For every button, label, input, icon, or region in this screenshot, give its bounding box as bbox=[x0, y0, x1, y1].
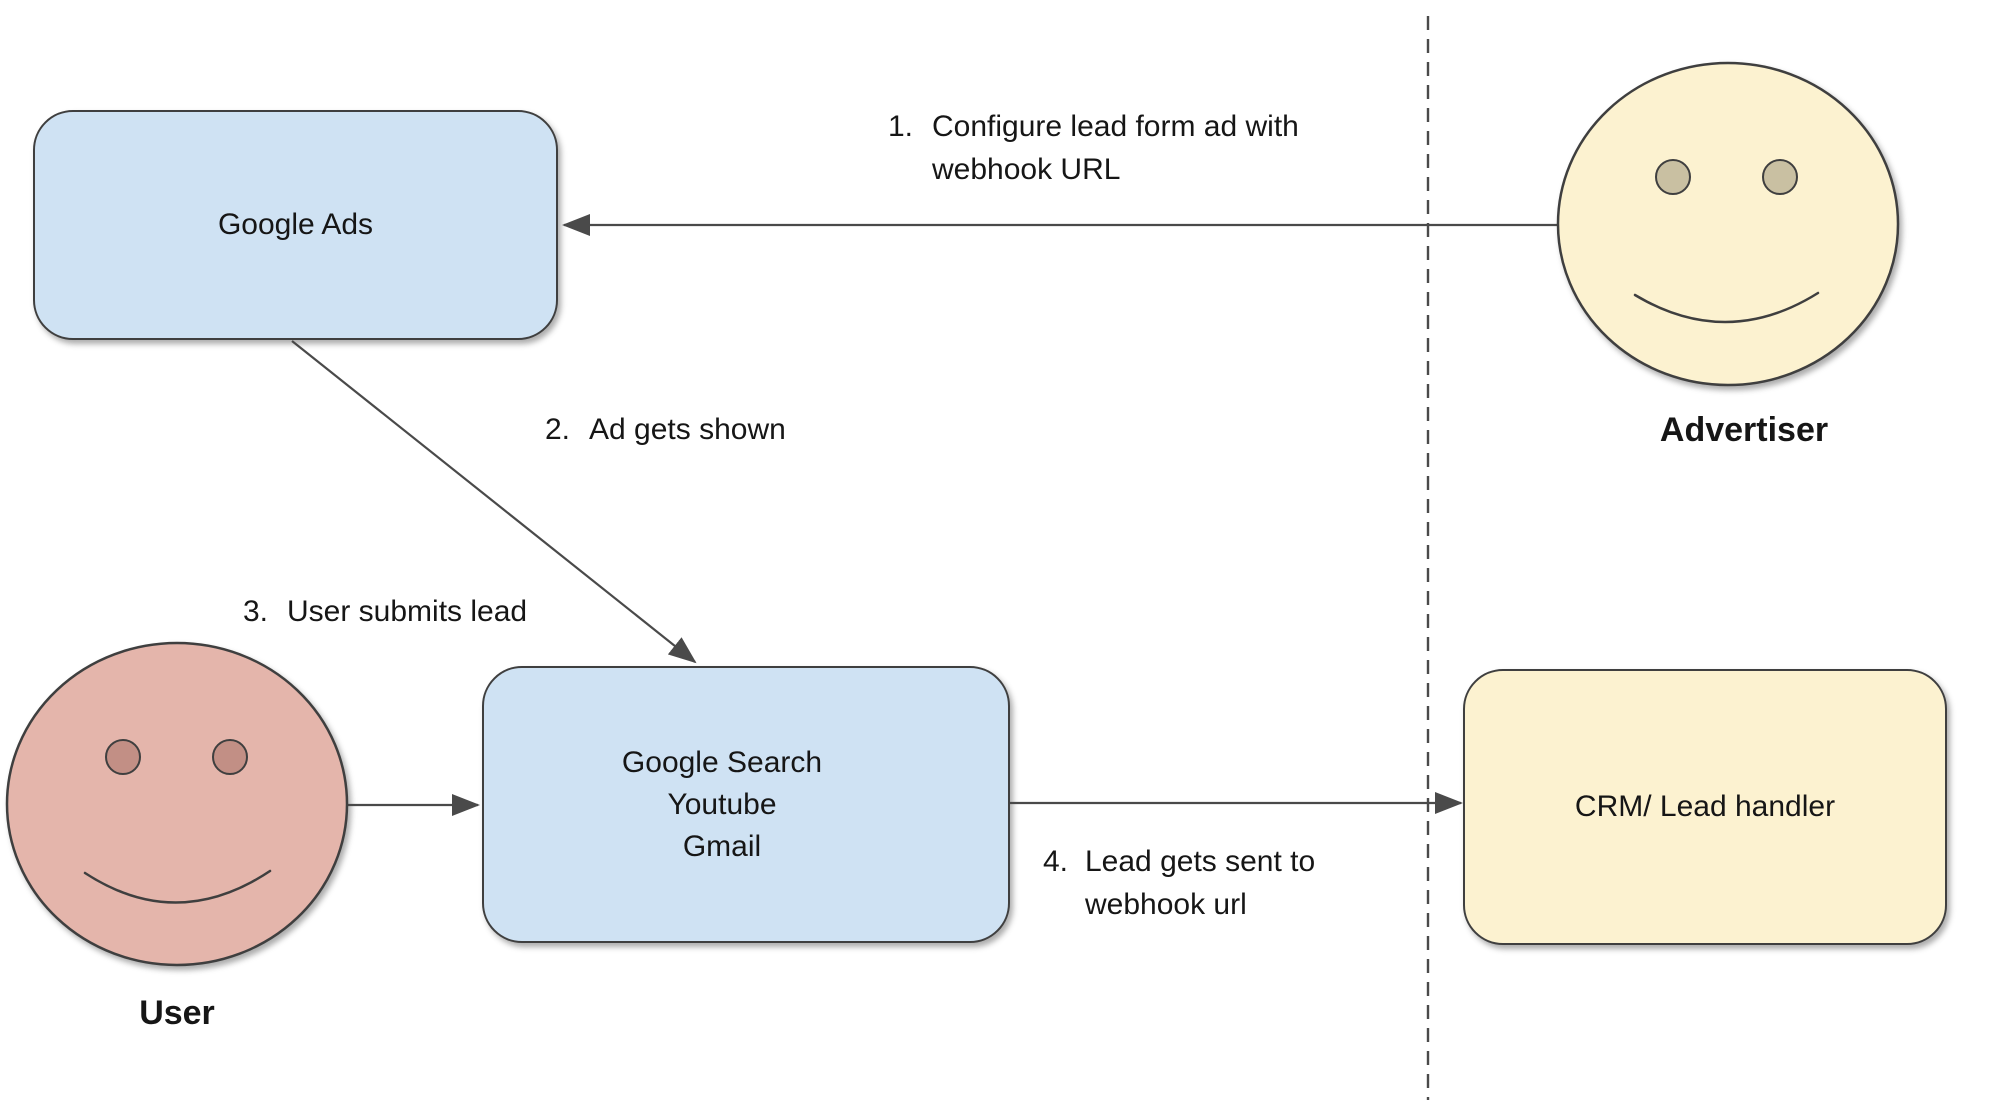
node-crm-lead-handler: CRM/ Lead handler bbox=[1463, 669, 1947, 945]
advertiser-label: Advertiser bbox=[1659, 411, 1829, 449]
surface-line-gmail: Gmail bbox=[682, 829, 762, 863]
node-google-surfaces: Google Search Youtube Gmail bbox=[482, 666, 1010, 943]
step-label-1: 1. Configure lead form ad with webhook U… bbox=[888, 105, 1402, 191]
node-google-ads-label: Google Ads bbox=[217, 208, 374, 241]
user-head bbox=[5, 641, 349, 967]
advertiser-head bbox=[1556, 61, 1900, 387]
user-right-eye-icon bbox=[212, 739, 248, 775]
surface-line-google-search: Google Search bbox=[621, 745, 823, 779]
step-label-4: 4. Lead gets sent to webhook url bbox=[1043, 840, 1385, 926]
user-label: User bbox=[139, 994, 215, 1032]
step-1-number: 1. bbox=[888, 110, 914, 143]
step-label-3: 3. User submits lead bbox=[243, 590, 527, 633]
step-4-text: Lead gets sent to webhook url bbox=[1085, 845, 1316, 921]
advertiser-left-eye-icon bbox=[1655, 159, 1691, 195]
step-1-text: Configure lead form ad with webhook URL bbox=[932, 110, 1299, 186]
advertiser-face bbox=[1556, 61, 1900, 387]
user-left-eye-icon bbox=[105, 739, 141, 775]
node-crm-label: CRM/ Lead handler bbox=[1574, 790, 1836, 823]
step-3-text: User submits lead bbox=[287, 595, 528, 628]
user-face bbox=[5, 641, 349, 967]
step-label-2: 2. Ad gets shown bbox=[545, 408, 786, 451]
node-google-ads: Google Ads bbox=[33, 110, 558, 340]
node-google-surfaces-label: Google Search Youtube Gmail bbox=[622, 742, 870, 868]
advertiser-smile-icon bbox=[1633, 291, 1820, 324]
step-4-number: 4. bbox=[1043, 845, 1069, 878]
step-2-number: 2. bbox=[545, 413, 571, 446]
user-smile-icon bbox=[83, 869, 272, 904]
advertiser-right-eye-icon bbox=[1762, 159, 1798, 195]
step-2-text: Ad gets shown bbox=[589, 413, 786, 446]
surface-line-youtube: Youtube bbox=[667, 787, 777, 821]
step-3-number: 3. bbox=[243, 595, 269, 628]
arrow-google-ads-to-surfaces bbox=[291, 340, 697, 664]
